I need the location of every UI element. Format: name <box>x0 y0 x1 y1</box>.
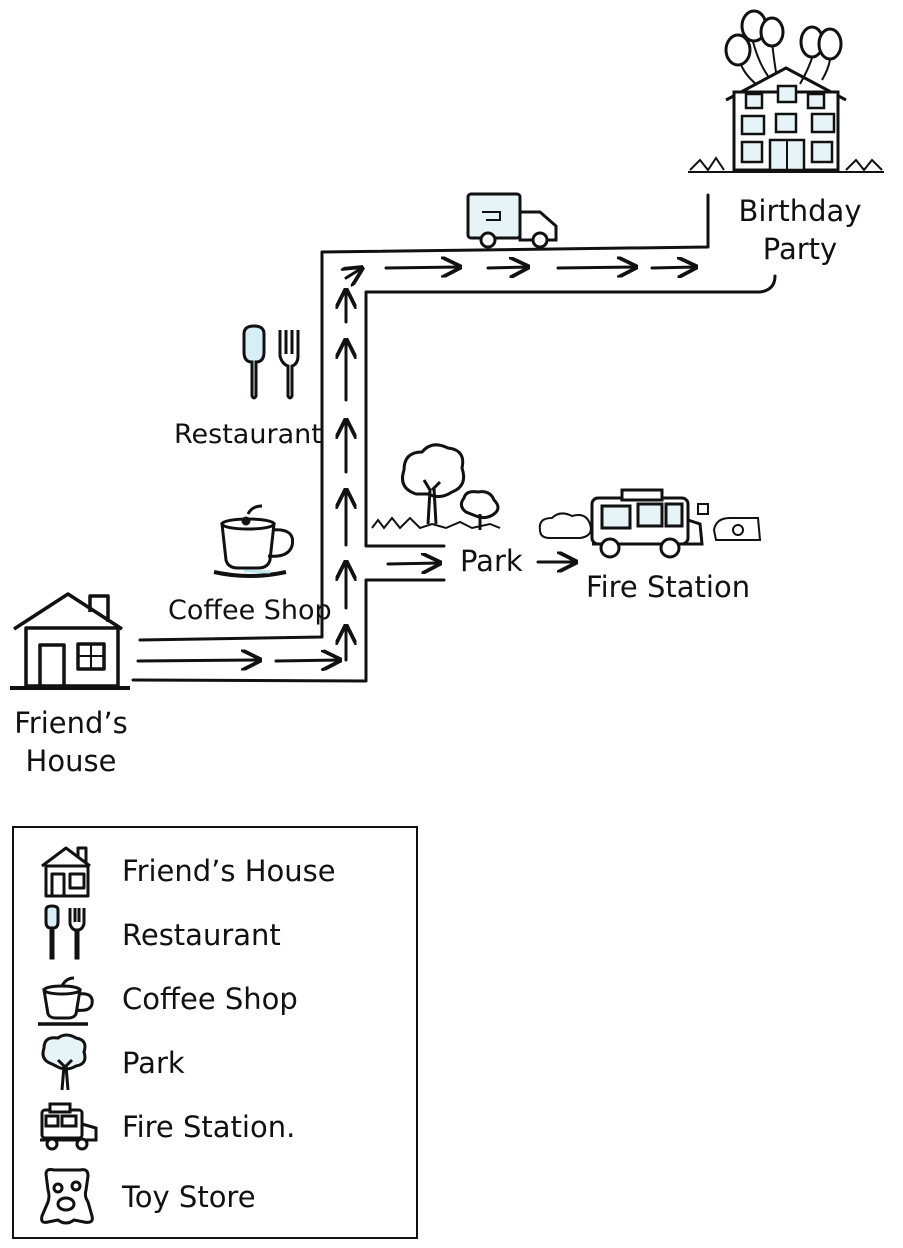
toy-store-icon <box>40 1168 94 1225</box>
legend-label-friends-house: Friend’s House <box>122 854 336 888</box>
restaurant-label: Restaurant <box>174 419 322 450</box>
legend-item-fire-station: Fire Station. <box>14 1096 416 1158</box>
spoon-fork-icon <box>44 904 86 960</box>
tree-icon <box>371 443 501 530</box>
tree-icon <box>41 1033 87 1091</box>
house-icon <box>41 846 91 898</box>
legend-item-park: Park <box>14 1032 416 1094</box>
road-upper-inner-edge <box>364 274 777 548</box>
friends-house-label: Friend’s House <box>6 704 136 780</box>
fire-truck-icon <box>538 488 762 559</box>
house-icon <box>10 592 130 690</box>
friends-house-label-line2: House <box>25 744 117 778</box>
route-arrow <box>346 268 362 278</box>
birthday-party-label-line2: Party <box>762 232 838 266</box>
friends-house-label-line1: Friend’s <box>14 706 128 740</box>
route-arrows <box>136 267 696 661</box>
legend-label-restaurant: Restaurant <box>122 918 281 952</box>
legend-label-fire-station: Fire Station. <box>122 1110 296 1144</box>
route-arrow <box>274 660 340 661</box>
coffee-cup-icon <box>213 504 295 578</box>
legend-label-park: Park <box>122 1046 185 1080</box>
fire-truck-icon <box>40 1102 98 1151</box>
route-arrow <box>136 660 260 661</box>
road-outlines <box>131 193 777 683</box>
legend-item-toy-store: Toy Store <box>14 1166 416 1228</box>
coffee-cup-icon <box>38 976 94 1026</box>
legend-label-coffee-shop: Coffee Shop <box>122 982 298 1016</box>
road-inner-edge <box>131 578 446 683</box>
legend-item-coffee-shop: Coffee Shop <box>14 968 416 1030</box>
map-legend: Friend’s House Restaurant <box>12 826 418 1239</box>
coffee-shop-label: Coffee Shop <box>168 595 332 626</box>
legend-item-restaurant: Restaurant <box>14 904 416 966</box>
spoon-fork-icon <box>242 324 300 400</box>
route-arrow <box>384 267 460 268</box>
legend-item-friends-house: Friend’s House <box>14 840 416 902</box>
road-outer-edge <box>138 193 710 642</box>
route-arrow <box>650 267 696 268</box>
birthday-party-label: Birthday Party <box>730 192 870 268</box>
fire-station-label: Fire Station <box>586 570 751 604</box>
birthday-party-label-line1: Birthday <box>738 194 862 228</box>
party-building-balloons-icon <box>688 9 884 173</box>
route-arrow <box>556 267 636 268</box>
legend-label-toy-store: Toy Store <box>122 1180 256 1214</box>
delivery-truck-icon <box>466 192 558 249</box>
park-label: Park <box>460 544 523 578</box>
route-arrow <box>386 563 440 564</box>
route-arrow <box>486 267 528 268</box>
